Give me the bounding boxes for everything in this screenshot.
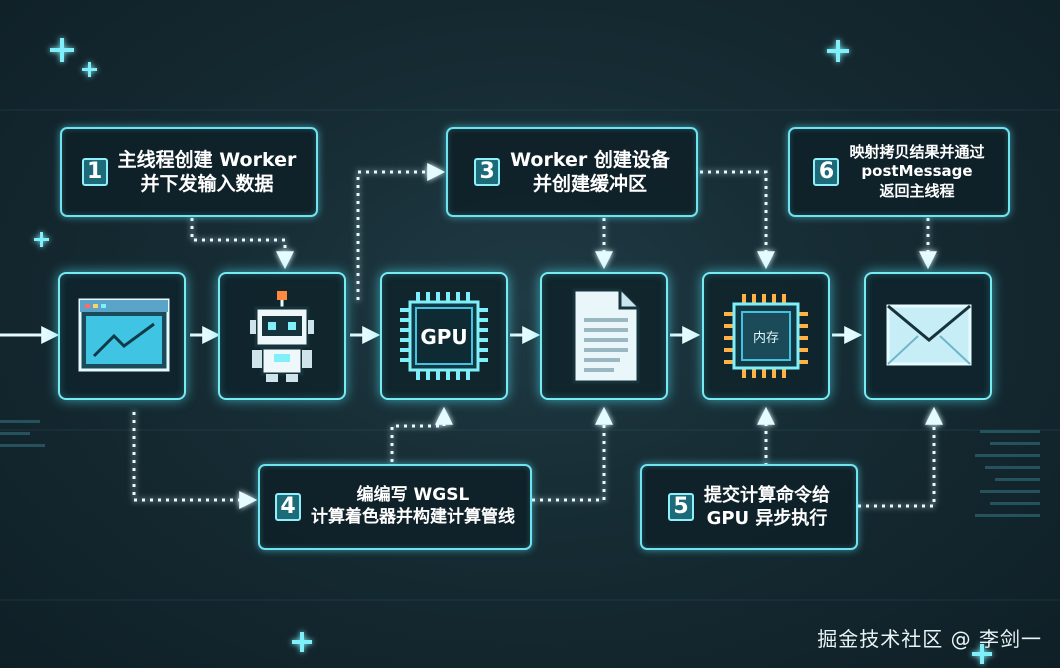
background-decoration [0, 109, 1060, 601]
robot-node [218, 272, 346, 400]
memory-node: 内存 [702, 272, 830, 400]
step-text: 编编写 WGSL 计算着色器并构建计算管线 [311, 485, 515, 527]
document-buffer-icon [572, 288, 640, 384]
step-text: 映射拷贝结果并通过 postMessage 返回主线程 [849, 143, 985, 200]
memory-chip-icon: 内存 [724, 294, 808, 378]
step-number-badge: 5 [668, 493, 694, 521]
document-node [540, 272, 668, 400]
step-number-badge: 6 [813, 158, 840, 186]
step-6-label: 6 映射拷贝结果并通过 postMessage 返回主线程 [788, 127, 1010, 217]
envelope-message-icon [886, 304, 972, 366]
step-3-label: 3 Worker 创建设备 并创建缓冲区 [446, 127, 698, 217]
gpu-chip-icon: GPU [400, 292, 488, 380]
step-5-label: 5 提交计算命令给 GPU 异步执行 [640, 464, 858, 550]
dotted-connectors [132, 163, 943, 509]
gpu-node: GPU [380, 272, 508, 400]
memory-chip-label: 内存 [753, 330, 779, 346]
step-number-badge: 4 [275, 493, 301, 521]
browser-node [58, 272, 186, 400]
step-text: 提交计算命令给 GPU 异步执行 [704, 484, 830, 529]
watermark: 掘金技术社区 @ 李剑一 [817, 627, 1042, 651]
step-number-badge: 3 [474, 158, 501, 186]
step-text: 主线程创建 Worker 并下发输入数据 [117, 148, 297, 195]
gpu-chip-label: GPU [420, 325, 467, 349]
step-4-label: 4 编编写 WGSL 计算着色器并构建计算管线 [258, 464, 532, 550]
step-text: Worker 创建设备 并创建缓冲区 [510, 148, 670, 195]
step-number-badge: 1 [81, 158, 108, 186]
mail-node [864, 272, 992, 400]
step-1-label: 1 主线程创建 Worker 并下发输入数据 [60, 127, 318, 217]
sparkle-icon [34, 38, 992, 664]
robot-worker-icon [250, 291, 314, 382]
browser-window-icon [78, 298, 170, 372]
